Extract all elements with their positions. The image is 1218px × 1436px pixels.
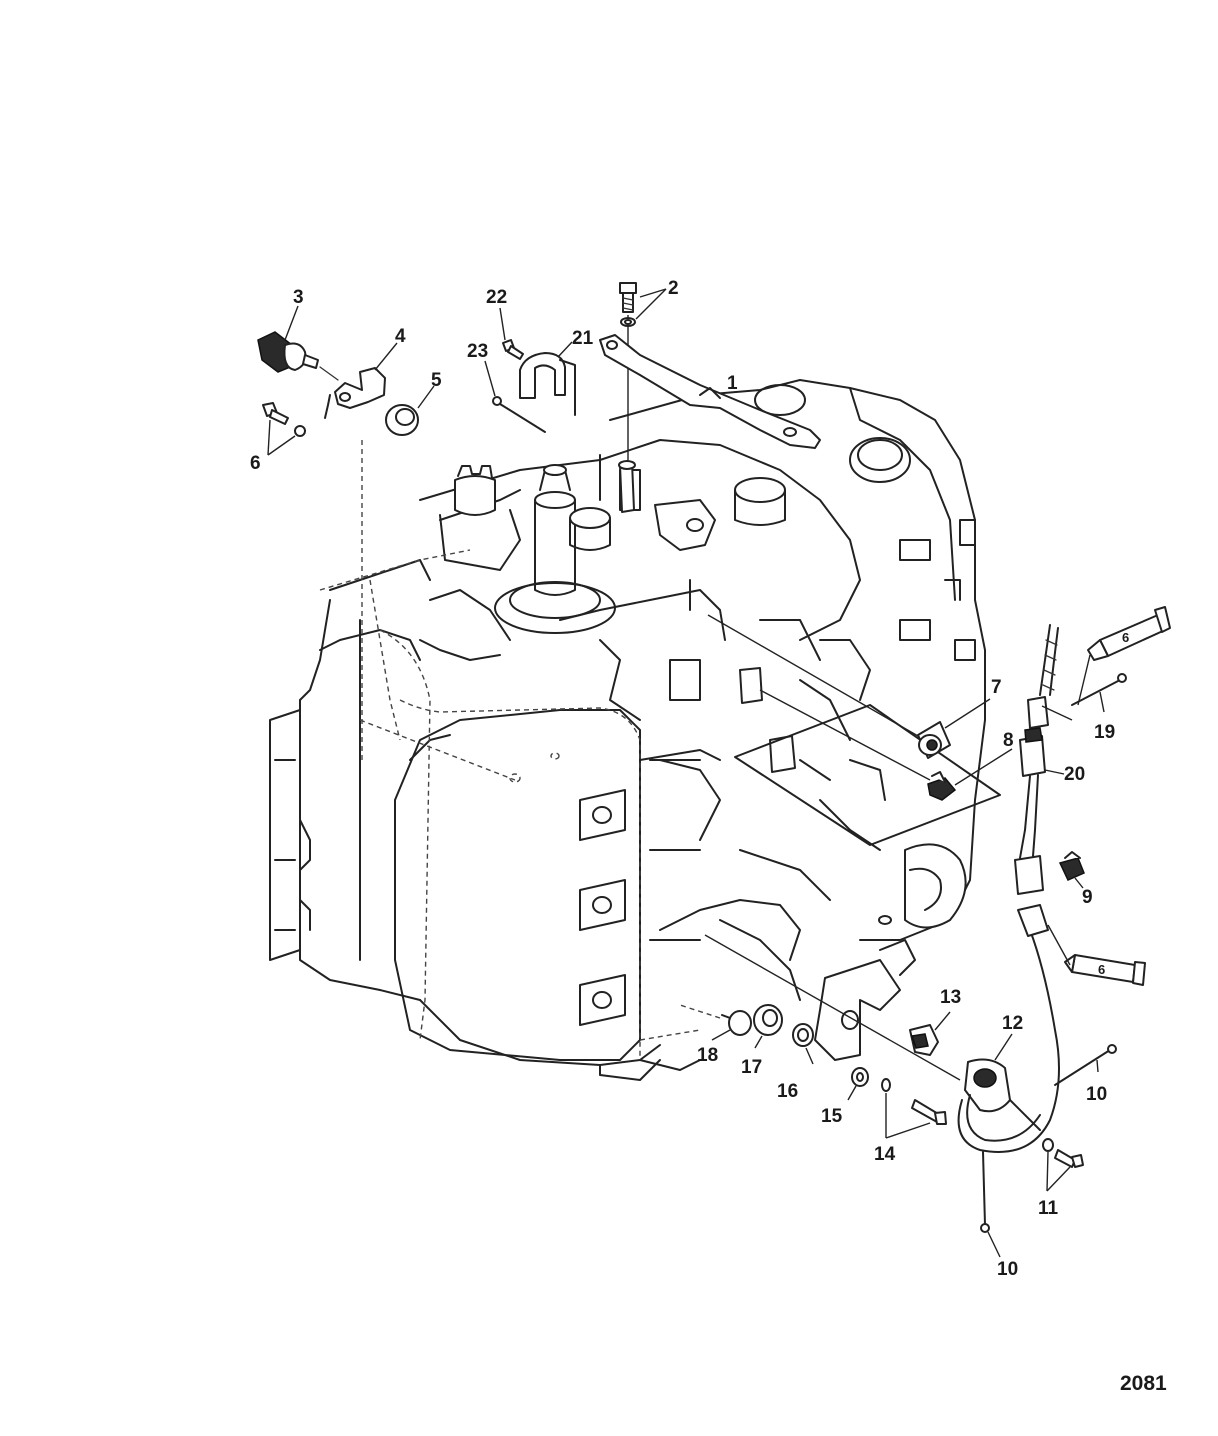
callout-13: 13	[940, 987, 961, 1008]
part-9-clip	[1058, 851, 1085, 889]
callout-15: 15	[821, 1106, 843, 1127]
part-5-grommet	[385, 385, 435, 436]
callout-16: 16	[777, 1081, 798, 1102]
part-11-screw-washer	[1042, 1138, 1084, 1192]
part-17-grommet	[753, 1004, 783, 1049]
part-6-screw-washer	[262, 402, 306, 456]
callout-12: 12	[1002, 1013, 1023, 1034]
part-14-screw-washer	[881, 1078, 947, 1139]
tube-label: 6	[1098, 962, 1105, 977]
part-10-cable-ties	[980, 1044, 1117, 1258]
callout-10-upper: 10	[1086, 1084, 1107, 1105]
callout-8: 8	[1003, 730, 1014, 751]
part-13-sensor	[909, 1011, 951, 1056]
callout-21: 21	[572, 328, 594, 349]
callout-labels: 1 2 3 4 5 6 7 8 9 10 10 11 12 13 14 15 1…	[250, 278, 1115, 1280]
part-8-connector	[927, 748, 1013, 801]
part-15-washer	[847, 1067, 869, 1101]
callout-7: 7	[991, 677, 1002, 698]
callout-18: 18	[697, 1045, 718, 1066]
sealant-tube-lower: 6	[1047, 924, 1146, 986]
engine-block	[269, 379, 986, 1081]
callout-19: 19	[1094, 722, 1115, 743]
callout-17: 17	[741, 1057, 762, 1078]
callout-11: 11	[1038, 1198, 1059, 1219]
callout-10-lower: 10	[997, 1259, 1018, 1280]
callout-4: 4	[395, 326, 406, 347]
part-23-cable-tie	[484, 360, 546, 433]
part-18-bushing	[679, 1004, 752, 1041]
part-4-clamp	[324, 342, 398, 419]
part-16-bracket	[704, 934, 961, 1081]
part-2-screw-washer	[619, 282, 667, 327]
figure-number: 2081	[1120, 1372, 1167, 1395]
part-22-screw	[499, 307, 524, 360]
tube-label: 6	[1122, 630, 1129, 645]
callout-23: 23	[467, 341, 488, 362]
part-1-bracket-plate	[599, 334, 821, 513]
part-3-sensor	[257, 305, 339, 381]
part-20-harness	[1014, 624, 1073, 937]
sealant-tube-upper: 6	[1077, 606, 1171, 706]
callout-20: 20	[1064, 764, 1085, 785]
callout-6: 6	[250, 453, 261, 474]
callout-1: 1	[727, 373, 738, 394]
part-12-coil	[957, 929, 1060, 1153]
part-21-clamp	[519, 341, 576, 416]
callout-2: 2	[668, 278, 679, 299]
callout-9: 9	[1082, 887, 1093, 908]
part-7-plug	[917, 698, 991, 759]
callout-3: 3	[293, 287, 304, 308]
callout-5: 5	[431, 370, 442, 391]
callout-22: 22	[486, 287, 507, 308]
callout-14: 14	[874, 1144, 896, 1165]
part-19-cable-tie	[1071, 673, 1127, 713]
